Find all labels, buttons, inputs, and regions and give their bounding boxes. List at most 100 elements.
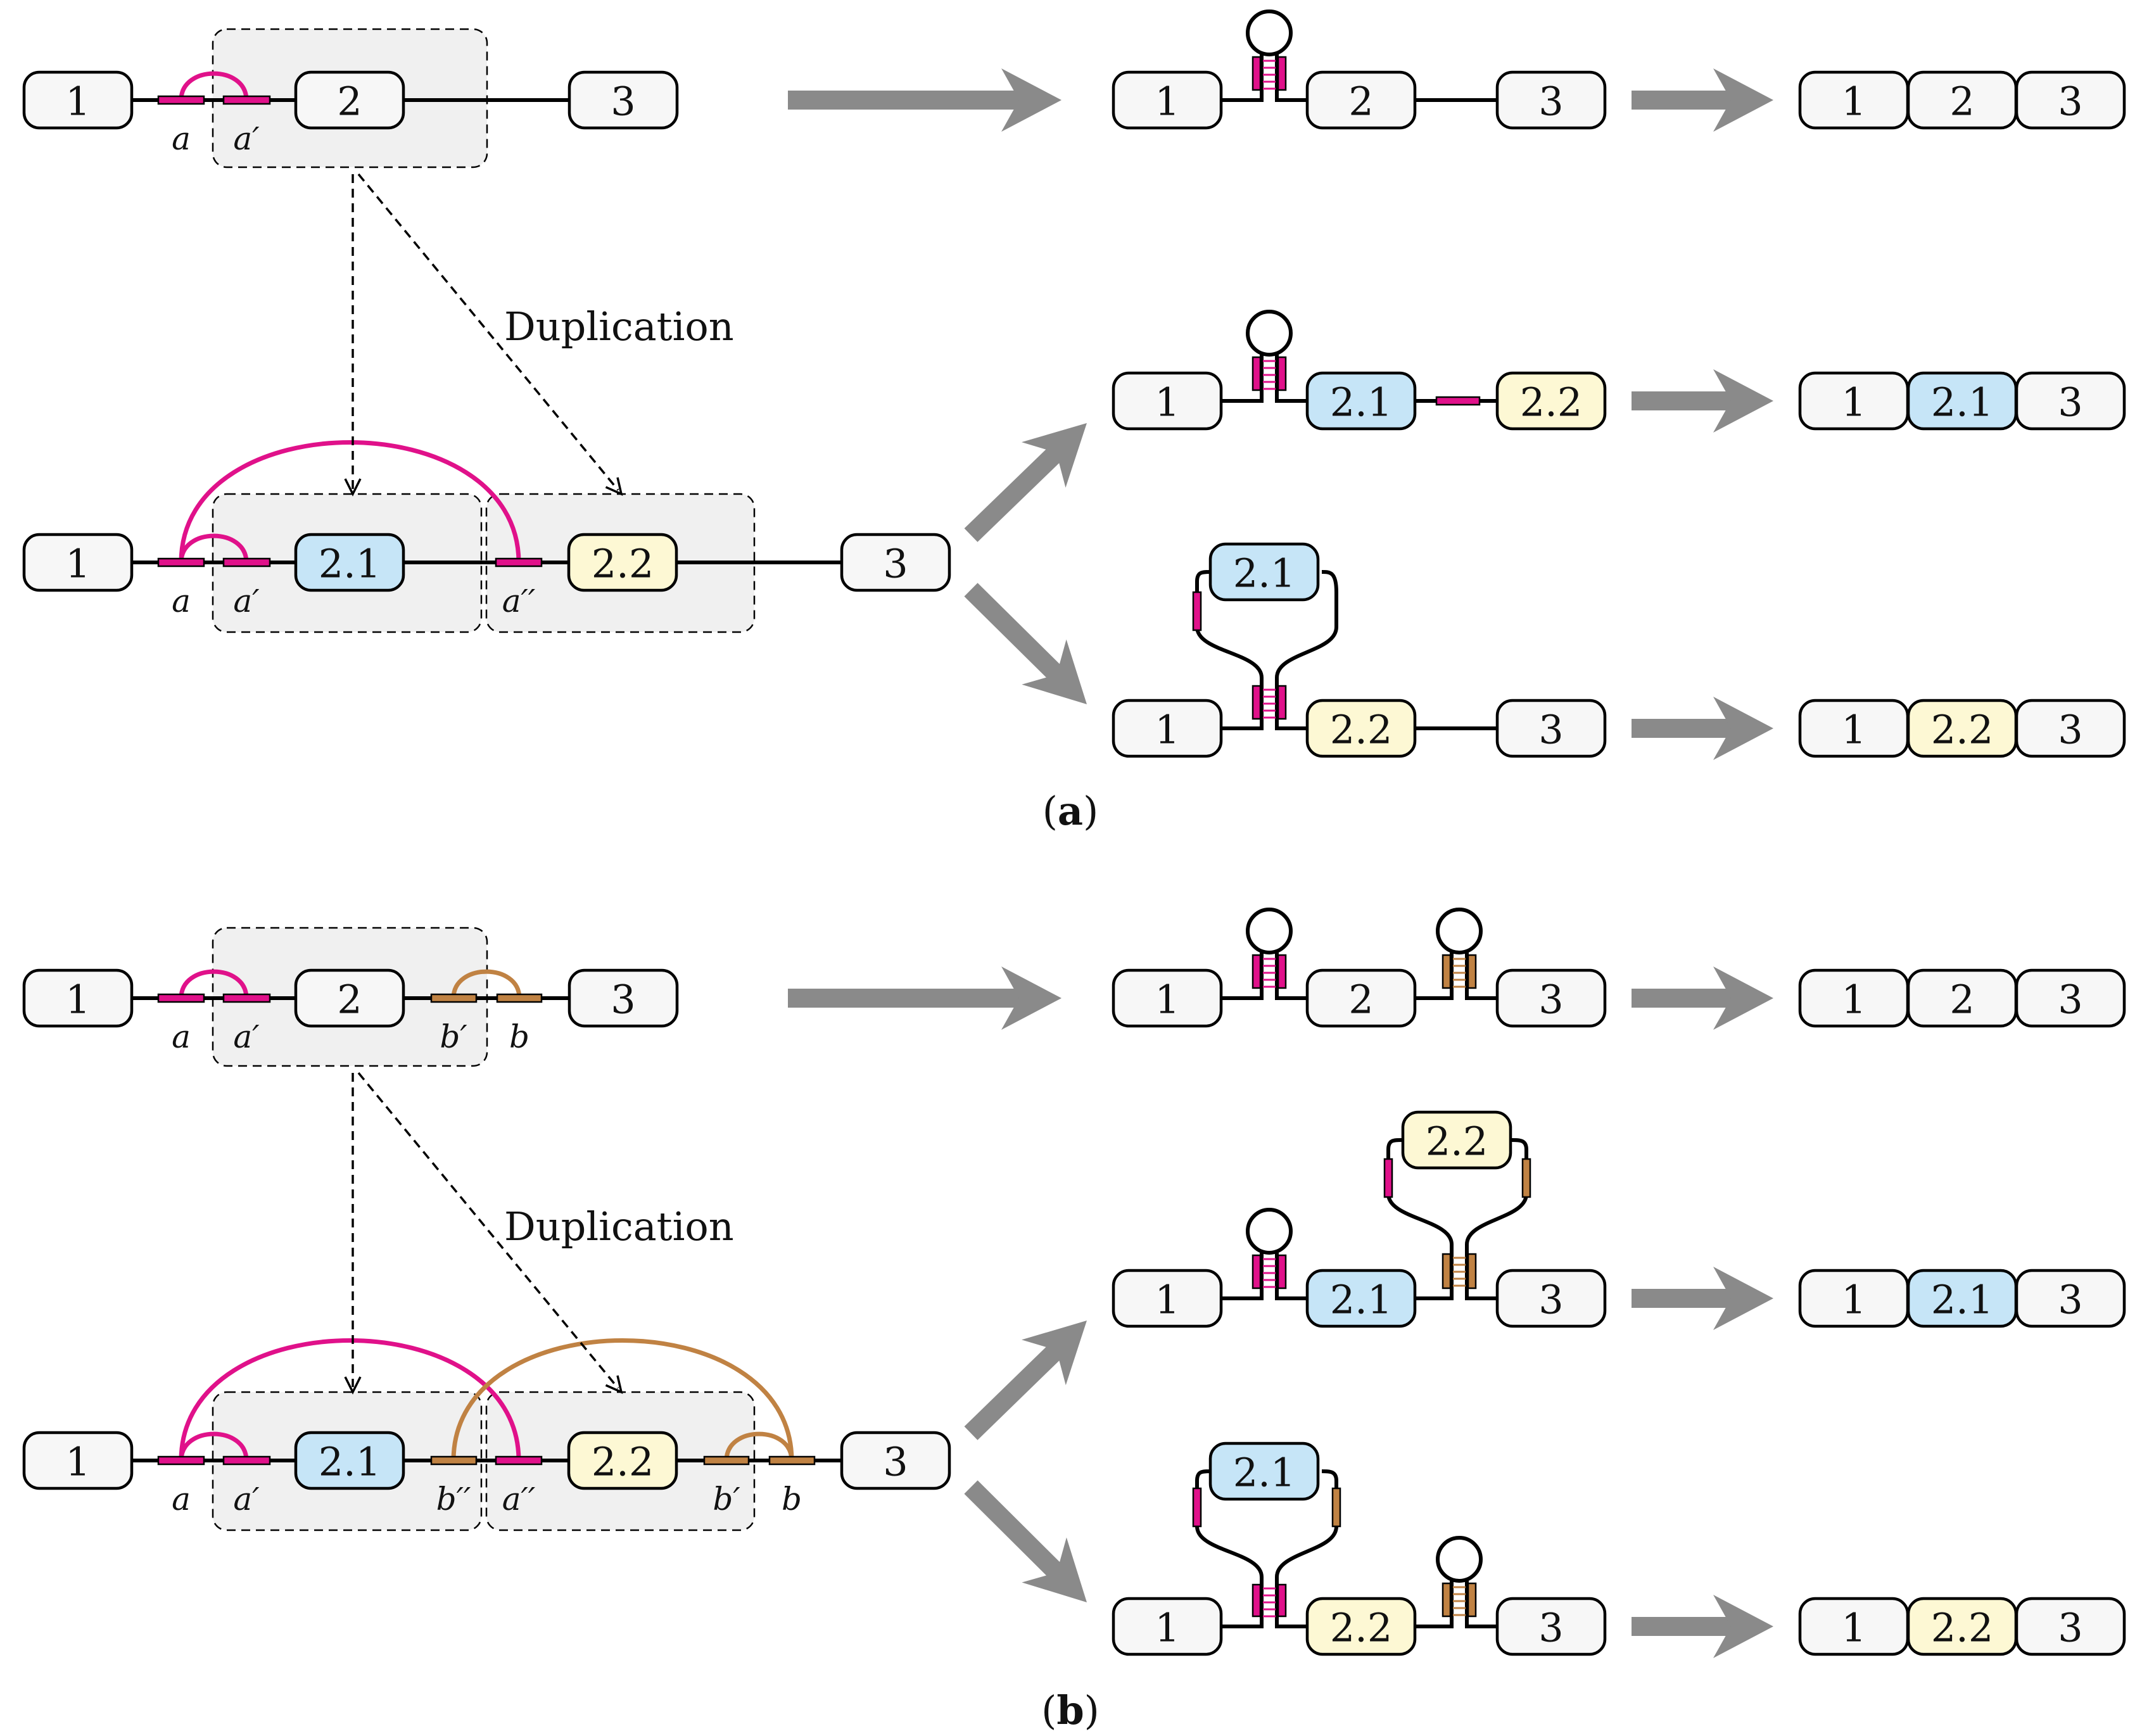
a-r2-seg-21-box [1305,371,1417,431]
a-r1-res-3-label: 3 [2058,79,2082,125]
b-top-seg-2-box [294,968,405,1028]
b-r1-seg-3-label: 3 [1538,977,1563,1023]
a-r3-seg-1-box [1112,699,1223,758]
a-r1-hairpin-site-right [1277,56,1287,91]
arrow-b-row2-head [1713,1267,1773,1330]
site-aprime [222,95,271,105]
b-r2-loop-site-b [1521,1158,1531,1198]
label-a: a [172,120,191,157]
arrow-a-up-shaft [964,445,1064,542]
dash-b-diag-line [357,1072,619,1389]
a-dup-seg-21-label: 2.1 [319,541,381,587]
b-site-aprime [222,993,271,1003]
a-dup-seg-21-box [294,533,405,592]
a-r3-seg-21-label: 2.1 [1233,550,1296,597]
a-dup-seg-22-label: 2.2 [592,541,654,587]
arc-b-a-aprime [179,969,249,999]
a-r1-hairpin-site-left [1252,56,1262,91]
b-dup-label-aprime: a′ [233,1481,260,1517]
site-aprime-dup [222,557,271,567]
b-r3-res-3-label: 3 [2058,1605,2082,1651]
b-label-aprime: a′ [233,1018,260,1055]
pairing-arcs [179,71,794,1461]
a-r1-res-2-label: 2 [1949,79,1974,125]
site-adoubleprime [495,557,543,567]
a-r1-seg-1-label: 1 [1155,79,1179,125]
b-r2-hairpin-m-site-left [1252,1254,1262,1289]
arrow-a-row2-head [1713,369,1773,433]
b-r3-hairpin-b-site-left [1442,1582,1452,1618]
a-r2-res-21-label: 2.1 [1931,379,1994,426]
site-a-dup [157,557,205,567]
b-label-a: a [172,1018,191,1055]
b-label-bprime: b′ [440,1018,467,1055]
b-dup-label-adoubleprime: a′′ [502,1481,536,1517]
b-r2-seg-1-box [1112,1269,1223,1328]
a-r1-hairpin-loop [1246,10,1293,56]
arrow-b-row1-b-head [1713,966,1773,1030]
panel-a-caption: (a) [1042,788,1099,834]
arrow-b-up-head [1022,1321,1087,1386]
b-dup-seg-21-label: 2.1 [319,1439,381,1485]
b-r2-stem-b-site-right [1467,1253,1477,1289]
a-r3-loop-right [1275,570,1338,678]
b-r3-left [1195,1469,1264,1628]
arrow-b-row1-head [1001,966,1061,1030]
a-dup-seg-22-box [567,533,678,592]
b-r3-seg-1-box [1112,1597,1223,1656]
b-r1-res-3-label: 3 [2058,977,2082,1023]
label-a-dup: a [172,583,191,619]
b-dup-site-bdoubleprime [430,1455,478,1466]
b-site-bprime [430,993,478,1003]
a-top-seg-1-box [22,70,134,130]
b-r2-seg-21-label: 2.1 [1330,1277,1393,1323]
a-r1-seg-2-box [1305,70,1417,130]
b-r1-seg-3-box [1495,968,1607,1028]
dash-a-down-head [344,478,362,497]
a-r2-site [1435,396,1481,406]
b-r3-seg-22-box [1305,1597,1417,1656]
a-r2-hairpin-site-right [1277,356,1287,391]
b-site-b [496,993,543,1003]
dash-b-down-head [344,1376,362,1395]
b-dup-site-bprime [703,1455,750,1466]
b-r1-res-2-label: 2 [1949,977,1974,1023]
b-r3-res-3-box [2015,1597,2126,1656]
arrows [344,68,1773,1658]
b-r3-hairpin-b-loop [1436,1536,1483,1583]
b-r2-seg-22-box [1401,1110,1512,1170]
panel-b-caption: (b) [1041,1687,1100,1733]
b-r2-seg-22-label: 2.2 [1426,1118,1488,1165]
b-r1-seg-1-box [1112,968,1223,1028]
a-r3-res-1-label: 1 [1841,707,1866,753]
b-dup-label-a: a [172,1481,191,1517]
duplication-label-b: Duplication [504,1203,734,1250]
a-top-seg-1-label: 1 [65,79,90,125]
b-r3-stem-m-site-right [1277,1583,1287,1618]
arc-a-adoubleprime [179,440,521,563]
a-top-seg-3-box [567,70,679,130]
a-r3-loop-site [1192,591,1202,631]
b-r1-seg-1-label: 1 [1155,977,1179,1023]
a-dup-seg-3-box [840,533,951,592]
b-r3-hairpin-b-site-right [1467,1582,1477,1618]
arrow-a-row3-head [1713,697,1773,760]
arc-b-bprime-b [451,969,522,999]
b-dup-site-b [768,1455,816,1466]
b-r3-seg-22-label: 2.2 [1330,1605,1393,1651]
b-r2-seg-21-box [1305,1269,1417,1328]
a-dup-seg-1-box [22,533,134,592]
arrow-b-row3-head [1713,1595,1773,1658]
arrow-b-down-shaft [964,1480,1065,1580]
b-r3-res-22-label: 2.2 [1931,1605,1994,1651]
b-r1-hairpin-b-site-left [1442,954,1452,989]
b-r2-seg-3-box [1495,1269,1607,1328]
a-r2-hairpin-loop [1246,310,1293,357]
b-dup-site-aprime [222,1455,271,1466]
b-dup-seg-1-label: 1 [65,1439,90,1485]
b-r2-seg-1-label: 1 [1155,1277,1179,1323]
a-r3-seg-3-box [1495,699,1607,758]
a-r2-res-3-box [2015,371,2126,431]
b-r3-seg-1-label: 1 [1155,1605,1179,1651]
b-dup-seg-1-box [22,1431,134,1490]
